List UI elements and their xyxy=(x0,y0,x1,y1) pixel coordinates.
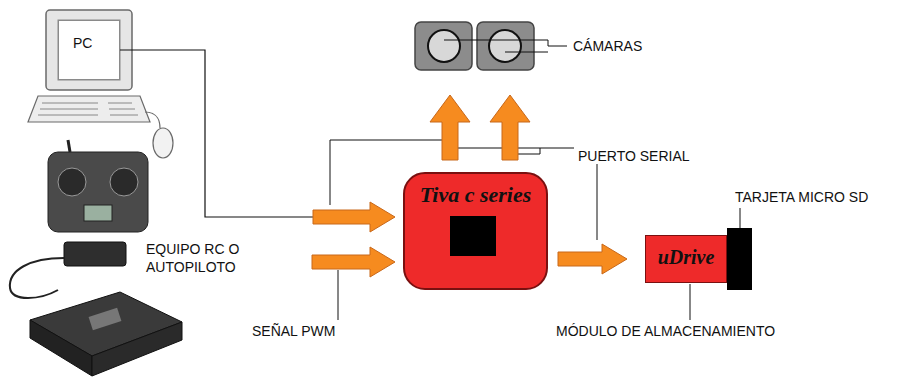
block-arrow xyxy=(490,95,530,160)
leader-line xyxy=(690,284,691,320)
connector xyxy=(558,244,627,274)
leader-line xyxy=(338,270,339,320)
monitor-screen xyxy=(58,20,120,80)
block-arrow xyxy=(558,244,627,274)
block-arrow xyxy=(313,202,395,232)
chip-square xyxy=(450,216,496,256)
node-title: Tiva c series xyxy=(413,182,538,208)
module-label: MÓDULO DE ALMACENAMIENTO xyxy=(556,322,775,340)
connector xyxy=(120,50,395,232)
rc-receiver xyxy=(64,242,126,266)
camera-label: CÁMARAS xyxy=(573,37,642,55)
rc-stick xyxy=(110,168,138,196)
camera-lens xyxy=(489,30,521,62)
rc-label: EQUIPO RC O AUTOPILOTO xyxy=(146,240,281,276)
camera-body xyxy=(477,22,534,70)
rc-stick xyxy=(58,168,86,196)
keyboard-keys xyxy=(38,103,138,115)
block-arrow xyxy=(312,247,395,277)
camera-body xyxy=(415,22,472,70)
leader-line xyxy=(444,40,567,52)
node-title: uDrive xyxy=(652,246,720,269)
autopilot-chip xyxy=(89,308,122,331)
rc-antenna xyxy=(68,140,70,152)
pc-screen-box: PC xyxy=(58,20,120,80)
microcontroller-box: Tiva c series xyxy=(403,172,548,290)
leader-line xyxy=(740,208,741,228)
mouse-cable xyxy=(145,112,160,128)
receiver-antenna xyxy=(10,258,64,298)
rc-transmitter xyxy=(48,152,148,232)
camera-lens xyxy=(428,30,460,62)
port-label: PUERTO SERIAL xyxy=(578,147,690,165)
autopilot-side xyxy=(92,322,182,376)
keyboard xyxy=(28,96,150,122)
connector-line xyxy=(120,50,315,217)
rc-display xyxy=(84,205,112,221)
sd-card-label: TARJETA MICRO SD xyxy=(735,188,868,206)
mouse xyxy=(153,128,173,158)
micro-sd-card xyxy=(727,228,752,290)
storage-box: uDrive xyxy=(645,235,727,283)
block-arrow xyxy=(430,95,470,160)
node-title: PC xyxy=(73,35,115,51)
monitor-frame xyxy=(46,10,132,90)
autopilot-side xyxy=(30,320,92,376)
signal-label: SEÑAL PWM xyxy=(252,322,336,340)
